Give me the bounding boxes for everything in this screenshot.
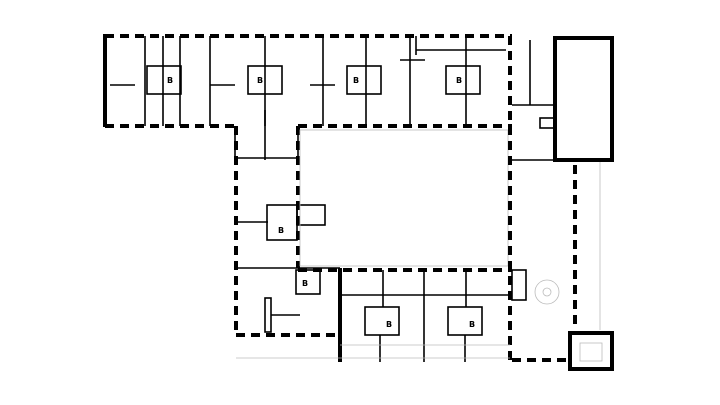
core-2: B bbox=[247, 65, 283, 95]
core-1: B bbox=[146, 65, 182, 95]
east-block bbox=[511, 36, 614, 371]
spiral-stair bbox=[534, 279, 560, 305]
east-tower bbox=[568, 331, 614, 371]
south-wing: B B bbox=[236, 36, 512, 362]
courtyard bbox=[299, 129, 509, 267]
north-wing bbox=[103, 34, 512, 160]
core-marker: B bbox=[278, 226, 284, 235]
core-marker: B bbox=[386, 320, 392, 329]
core-marker: B bbox=[257, 76, 263, 85]
core-marker: B bbox=[302, 279, 308, 288]
core-3: B bbox=[346, 65, 382, 95]
core-4: B bbox=[445, 65, 481, 95]
core-marker: B bbox=[167, 76, 173, 85]
core-marker: B bbox=[469, 320, 475, 329]
core-marker: B bbox=[456, 76, 462, 85]
west-wing: B B bbox=[234, 126, 340, 337]
core-marker: B bbox=[353, 76, 359, 85]
